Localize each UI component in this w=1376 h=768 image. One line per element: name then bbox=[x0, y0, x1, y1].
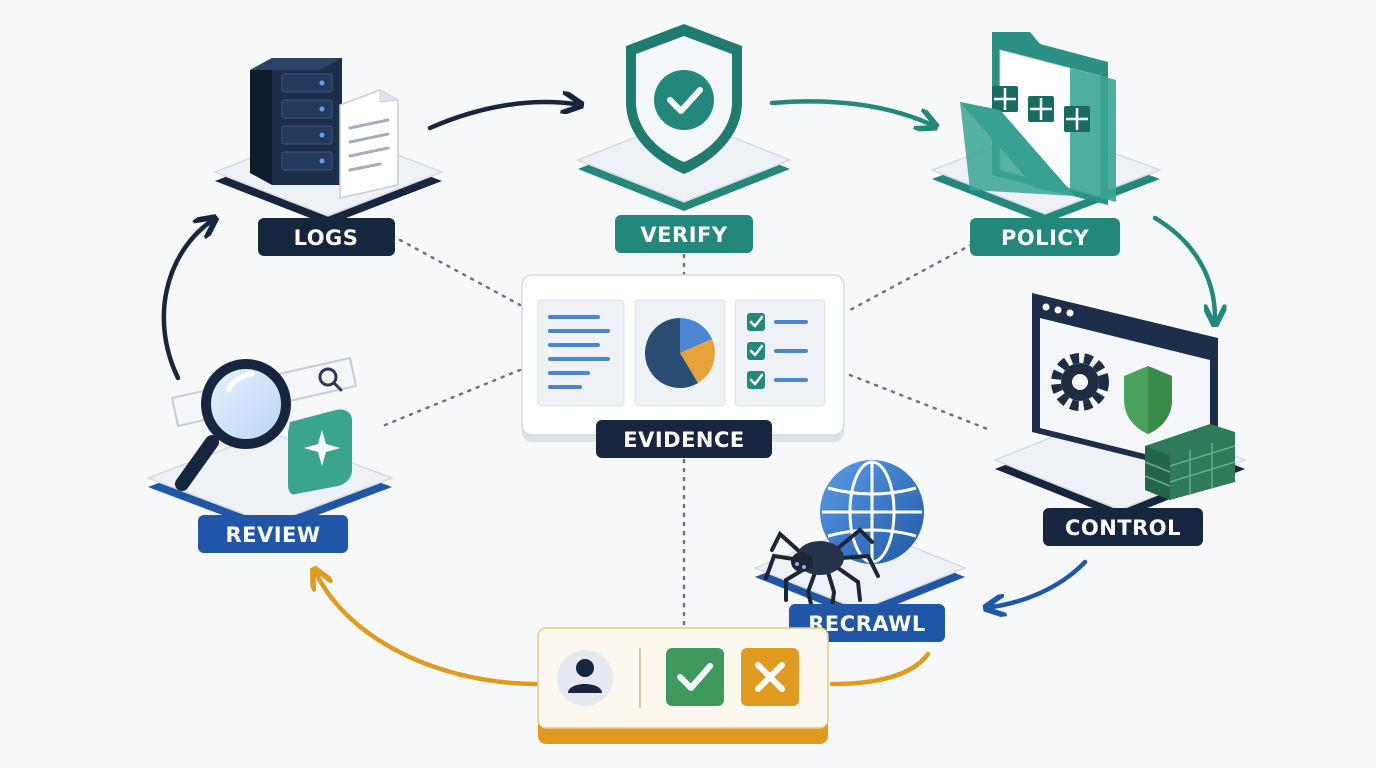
sparkle-card-icon bbox=[288, 409, 352, 495]
control-node: CONTROL bbox=[992, 293, 1248, 546]
checkbox-icon bbox=[747, 313, 765, 389]
text-lines-card bbox=[537, 299, 625, 407]
policy-label: POLICY bbox=[1001, 226, 1089, 250]
logs-badge bbox=[258, 218, 395, 256]
checklist-card bbox=[734, 299, 826, 407]
firewall-icon bbox=[1144, 424, 1236, 500]
x-icon bbox=[755, 662, 785, 692]
arrow-review-to-logs bbox=[161, 222, 210, 381]
arrow-policy-to-control bbox=[1152, 215, 1215, 318]
verify-badge bbox=[615, 215, 753, 253]
review-badge bbox=[198, 515, 348, 553]
verify-label: VERIFY bbox=[640, 223, 727, 247]
gear-icon bbox=[1051, 353, 1109, 411]
arrow-logs-to-verify bbox=[427, 102, 575, 131]
control-label: CONTROL bbox=[1065, 516, 1181, 540]
policy-node: POLICY bbox=[929, 32, 1163, 256]
evidence-badge bbox=[596, 420, 772, 458]
recrawl-node: RECRAWL bbox=[752, 460, 968, 642]
evidence-node: EVIDENCE bbox=[521, 274, 845, 458]
approval-panel bbox=[537, 627, 829, 744]
dotted-connectors bbox=[383, 238, 992, 627]
arrow-control-to-recrawl bbox=[992, 559, 1088, 607]
verify-node: VERIFY bbox=[575, 24, 793, 253]
reject-button[interactable] bbox=[741, 648, 799, 706]
document-icon bbox=[339, 89, 399, 199]
review-label: REVIEW bbox=[225, 523, 320, 547]
policy-badge bbox=[970, 218, 1120, 256]
server-icon bbox=[250, 58, 342, 185]
review-node: REVIEW bbox=[145, 356, 395, 553]
logs-label: LOGS bbox=[294, 226, 359, 250]
globe-icon bbox=[820, 460, 924, 564]
spider-icon bbox=[764, 527, 880, 610]
shield-icon bbox=[1124, 366, 1172, 434]
approve-button[interactable] bbox=[666, 648, 724, 706]
cycle-arrows bbox=[161, 99, 1215, 687]
pie-chart-icon bbox=[644, 318, 715, 388]
magnifier-icon bbox=[175, 359, 291, 491]
arrow-recrawl-to-approval bbox=[829, 651, 931, 687]
folder-icon bbox=[960, 32, 1116, 205]
control-badge bbox=[1043, 508, 1203, 546]
check-icon bbox=[677, 663, 713, 691]
arrow-verify-to-policy bbox=[769, 99, 930, 124]
pie-chart-card bbox=[634, 299, 726, 407]
shield-check-icon bbox=[626, 24, 742, 174]
evidence-label: EVIDENCE bbox=[623, 428, 745, 452]
logs-node: LOGS bbox=[212, 58, 445, 256]
arrow-approval-to-review bbox=[317, 575, 541, 687]
user-icon bbox=[557, 650, 613, 706]
